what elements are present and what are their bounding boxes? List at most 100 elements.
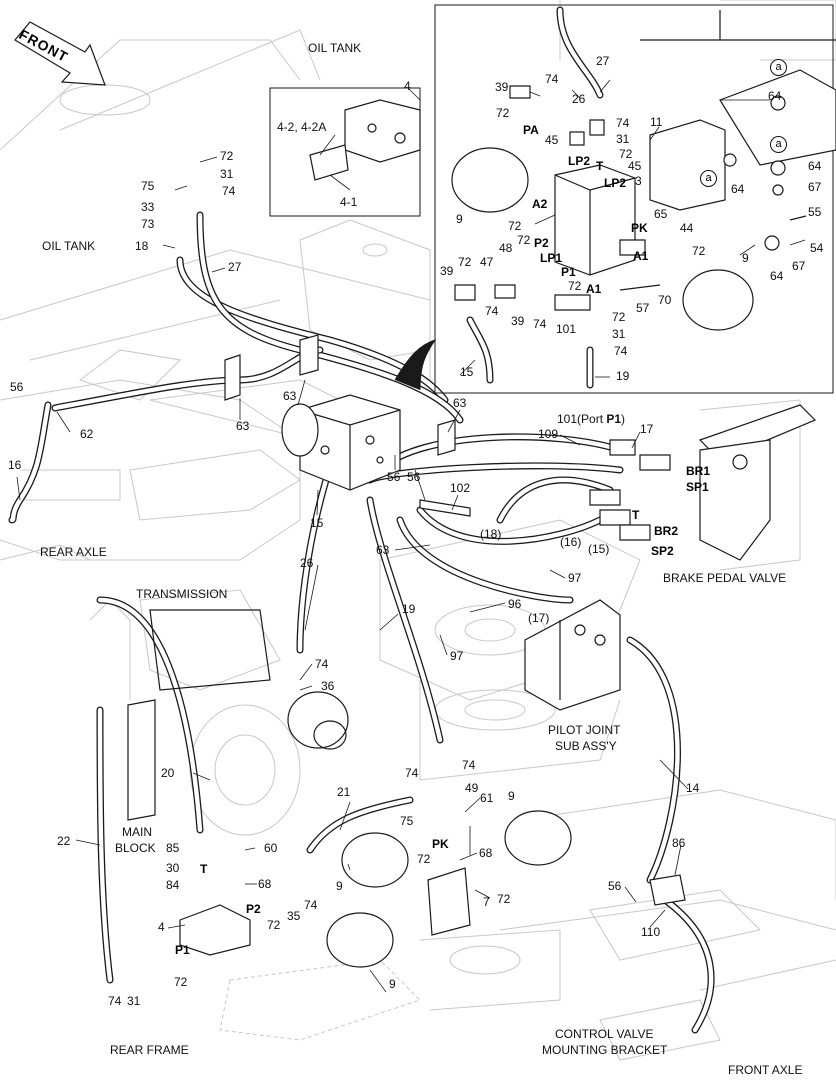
callout-9-b: 9 <box>336 879 343 893</box>
callout-64-c: 64 <box>731 182 745 196</box>
pilot-joint-label-line2: SUB ASS'Y <box>555 739 617 753</box>
callout-56-b: 56 <box>387 470 401 484</box>
callout-9-a: 9 <box>508 789 515 803</box>
callout-22: 22 <box>57 834 71 848</box>
callout-56-c: 56 <box>407 470 421 484</box>
callout-27-main: 27 <box>228 260 242 274</box>
circled-a-top: a <box>770 59 787 76</box>
callout-49: 49 <box>465 781 479 795</box>
callout-68-b: 68 <box>258 877 272 891</box>
callout-17-a: 17 <box>640 422 654 436</box>
callout-74-i-c: 74 <box>485 304 499 318</box>
callout-45-a: 45 <box>545 133 559 147</box>
port-p1-top: P1 <box>561 265 576 279</box>
callout-63-d: 63 <box>376 543 390 557</box>
callout-30: 30 <box>166 861 180 875</box>
callout-54: 54 <box>810 241 824 255</box>
callout-17-paren: (17) <box>528 611 550 625</box>
oil-tank-top-label: OIL TANK <box>308 41 362 55</box>
port-p2-bottom: P2 <box>246 902 261 916</box>
callout-33: 33 <box>141 200 155 214</box>
callout-56-d: 56 <box>608 879 622 893</box>
port-br2: BR2 <box>654 524 679 538</box>
callout-7: 7 <box>483 895 490 909</box>
callout-63-b: 63 <box>283 389 297 403</box>
callout-84: 84 <box>166 878 180 892</box>
port-p1-prefix: 101(Port <box>557 412 607 426</box>
callout-75-a: 75 <box>141 179 155 193</box>
callout-72-b: 72 <box>417 852 431 866</box>
callout-74-i-e: 74 <box>614 344 628 358</box>
inset-box-upper-frame <box>434 4 834 394</box>
callout-72-d: 72 <box>267 918 281 932</box>
callout-27-inset: 27 <box>596 54 610 68</box>
callout-70: 70 <box>658 293 672 307</box>
callout-3: 3 <box>635 174 642 188</box>
callout-4-block: 4 <box>158 920 165 934</box>
inset-4-art <box>309 99 421 181</box>
callout-9-i-b: 9 <box>742 251 749 265</box>
callout-72-e: 72 <box>174 975 188 989</box>
port-a1-a: A1 <box>633 249 649 263</box>
callout-109: 109 <box>538 427 559 441</box>
callout-21: 21 <box>337 785 351 799</box>
callout-64-a: 64 <box>768 89 782 103</box>
callout-15-inset: 15 <box>460 365 474 379</box>
brake-pedal-valve-art <box>589 404 817 561</box>
callout-26: 26 <box>300 556 314 570</box>
callout-75-b: 75 <box>400 814 414 828</box>
port-lp2-b: LP2 <box>604 176 627 190</box>
callout-85: 85 <box>166 841 180 855</box>
callout-31-a: 31 <box>220 167 234 181</box>
callout-72-i-f: 72 <box>458 255 472 269</box>
callout-31-b: 31 <box>127 994 141 1008</box>
callout-56-a: 56 <box>10 380 24 394</box>
control-valve-label-line1: CONTROL VALVE <box>555 1027 654 1041</box>
callout-74-e: 74 <box>304 898 318 912</box>
callout-20: 20 <box>161 766 175 780</box>
port-t-top: T <box>596 159 604 173</box>
callout-26-inset: 26 <box>572 92 586 106</box>
callout-35: 35 <box>287 909 301 923</box>
callout-11: 11 <box>650 115 663 129</box>
callout-74-i-d: 74 <box>533 317 547 331</box>
accumulators-bottom <box>127 699 686 968</box>
port-p2-top: P2 <box>534 236 549 250</box>
callout-72-i-b: 72 <box>619 147 633 161</box>
callout-16-a: 16 <box>8 458 22 472</box>
port-a2: A2 <box>532 197 548 211</box>
port-t-bottom: T <box>200 862 208 876</box>
callout-72-i-e: 72 <box>517 233 531 247</box>
callout-64-b: 64 <box>808 159 822 173</box>
callout-72-i-c: 72 <box>508 219 522 233</box>
pump-art <box>149 609 349 750</box>
callout-14: 14 <box>686 781 700 795</box>
callout-97-a: 97 <box>568 571 582 585</box>
callout-74-f: 74 <box>108 994 122 1008</box>
callout-4-inset: 4 <box>404 79 411 93</box>
port-br1: BR1 <box>686 464 711 478</box>
callout-72-i-a: 72 <box>496 106 510 120</box>
callout-62: 62 <box>80 427 94 441</box>
callout-110: 110 <box>641 925 661 939</box>
callout-97-b: 97 <box>450 649 464 663</box>
port-sp1: SP1 <box>686 480 709 494</box>
callout-48: 48 <box>499 241 513 255</box>
callout-64-d: 64 <box>770 269 784 283</box>
callout-72-a: 72 <box>220 149 234 163</box>
callout-19: 19 <box>402 602 416 616</box>
callout-18: 18 <box>135 239 149 253</box>
callout-74-d: 74 <box>462 758 476 772</box>
callout-74-i-a: 74 <box>545 72 559 86</box>
callout-4-1: 4-1 <box>340 195 358 209</box>
brake-pedal-valve-label: BRAKE PEDAL VALVE <box>663 571 787 585</box>
oil-tank-left-label: OIL TANK <box>42 239 96 253</box>
circled-a-mid: a <box>700 170 717 187</box>
callout-31-i-b: 31 <box>612 327 626 341</box>
callout-72-i-g: 72 <box>568 279 582 293</box>
circled-a-right: a <box>770 136 787 153</box>
callout-61: 61 <box>480 791 494 805</box>
callout-63-c: 63 <box>453 396 467 410</box>
port-p1-callout: 101(Port P1) <box>557 413 625 425</box>
